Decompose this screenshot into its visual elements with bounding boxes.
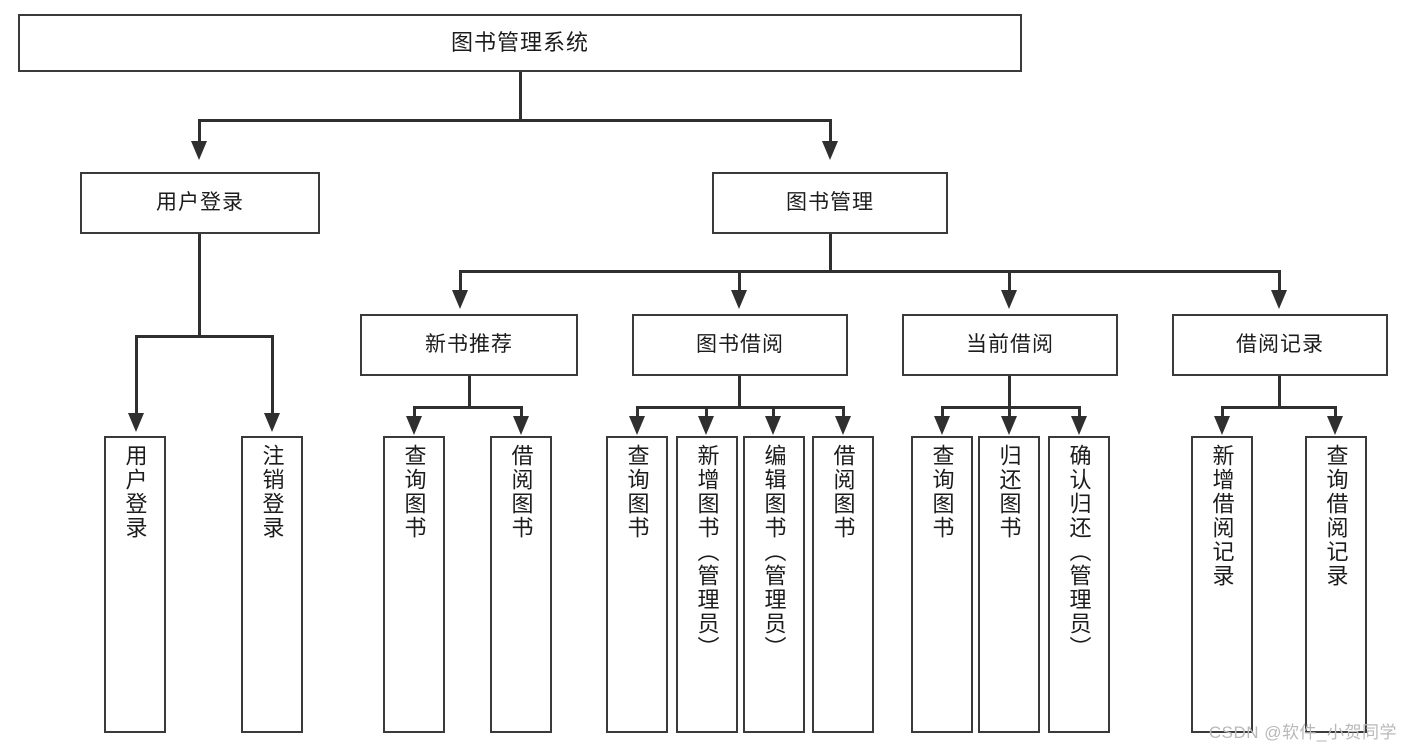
arrowhead-user-login: [191, 141, 207, 160]
leaf-borrow-book-1-label: 借阅图书: [508, 444, 534, 540]
leaf-edit-book[interactable]: 编辑图书（管理员）: [743, 436, 805, 733]
leaf-query-book-2-label: 查询图书: [624, 444, 650, 540]
connector-book-borrow-child-3: [772, 406, 775, 418]
node-root-label: 图书管理系统: [450, 30, 589, 56]
connector-book-borrow-trunk: [738, 376, 741, 408]
arrowhead-leaf-query-book-1: [406, 416, 422, 435]
arrowhead-borrow-record: [1271, 290, 1287, 309]
leaf-add-book[interactable]: 新增图书（管理员）: [676, 436, 738, 733]
node-book-manage[interactable]: 图书管理: [712, 172, 948, 234]
connector-current-borrow-child-3: [1078, 406, 1081, 418]
node-book-manage-label: 图书管理: [786, 190, 874, 214]
node-new-book-recommend[interactable]: 新书推荐: [360, 314, 578, 376]
arrowhead-leaf-query-book-2: [629, 416, 645, 435]
connector-borrow-record-trunk: [1278, 376, 1281, 408]
connector-book-borrow-child-1: [636, 406, 639, 418]
connector-borrow-record-bar: [1221, 406, 1337, 409]
connector-book-manage-child-2: [738, 270, 741, 292]
node-book-borrow-label: 图书借阅: [696, 332, 784, 356]
leaf-add-record[interactable]: 新增借阅记录: [1191, 436, 1253, 733]
leaf-return-book[interactable]: 归还图书: [978, 436, 1040, 733]
leaf-edit-book-label: 编辑图书（管理员）: [761, 444, 787, 660]
leaf-query-book-1-label: 查询图书: [401, 444, 427, 540]
arrowhead-leaf-user-login: [128, 413, 144, 432]
connector-borrow-record-child-2: [1334, 406, 1337, 418]
arrowhead-leaf-add-record: [1214, 416, 1230, 435]
connector-borrow-record-child-1: [1221, 406, 1224, 418]
connector-current-borrow-trunk: [1008, 376, 1011, 408]
leaf-borrow-book-2[interactable]: 借阅图书: [812, 436, 874, 733]
connector-book-manage-child-3: [1008, 270, 1011, 292]
connector-book-manage-child-1: [459, 270, 462, 292]
arrowhead-leaf-borrow-book-1: [513, 416, 529, 435]
node-borrow-record[interactable]: 借阅记录: [1172, 314, 1388, 376]
arrowhead-leaf-confirm-return: [1071, 416, 1087, 435]
arrowhead-leaf-query-book-3: [934, 416, 950, 435]
connector-book-manage-trunk: [829, 234, 832, 272]
node-user-login-label: 用户登录: [156, 190, 244, 214]
arrowhead-book-borrow: [731, 290, 747, 309]
leaf-add-book-label: 新增图书（管理员）: [694, 444, 720, 660]
connector-root-trunk: [519, 72, 522, 120]
leaf-query-record-label: 查询借阅记录: [1323, 444, 1349, 588]
connector-current-borrow-bar: [941, 406, 1081, 409]
connector-book-manage-bar: [459, 270, 1281, 273]
connector-book-manage-child-4: [1278, 270, 1281, 292]
connector-new-book-child-1: [413, 406, 416, 418]
leaf-query-book-1[interactable]: 查询图书: [383, 436, 445, 733]
node-current-borrow[interactable]: 当前借阅: [902, 314, 1118, 376]
leaf-query-record[interactable]: 查询借阅记录: [1305, 436, 1367, 733]
csdn-watermark: CSDN @软件_小贺同学: [1208, 723, 1397, 742]
node-new-book-recommend-label: 新书推荐: [425, 332, 513, 356]
arrowhead-book-manage: [822, 141, 838, 160]
arrowhead-leaf-edit-book: [765, 416, 781, 435]
connector-new-book-child-2: [520, 406, 523, 418]
node-root[interactable]: 图书管理系统: [18, 14, 1022, 72]
arrowhead-leaf-borrow-book-2: [835, 416, 851, 435]
connector-user-login-trunk: [198, 234, 201, 337]
connector-root-to-book-manage: [829, 119, 832, 143]
arrowhead-leaf-return-book: [1001, 416, 1017, 435]
arrowhead-leaf-logout-login: [264, 413, 280, 432]
connector-book-borrow-child-4: [842, 406, 845, 418]
leaf-user-login[interactable]: 用户登录: [104, 436, 166, 733]
leaf-add-record-label: 新增借阅记录: [1209, 444, 1235, 588]
arrowhead-current-borrow: [1001, 290, 1017, 309]
leaf-confirm-return-label: 确认归还（管理员）: [1066, 444, 1092, 660]
connector-current-borrow-child-2: [1008, 406, 1011, 418]
leaf-query-book-3-label: 查询图书: [929, 444, 955, 540]
arrowhead-new-book-recommend: [452, 290, 468, 309]
node-current-borrow-label: 当前借阅: [966, 332, 1054, 356]
leaf-confirm-return[interactable]: 确认归还（管理员）: [1048, 436, 1110, 733]
leaf-user-login-label: 用户登录: [122, 444, 148, 540]
connector-root-to-user-login: [198, 119, 201, 143]
arrowhead-leaf-add-book: [698, 416, 714, 435]
leaf-query-book-2[interactable]: 查询图书: [606, 436, 668, 733]
node-book-borrow[interactable]: 图书借阅: [632, 314, 848, 376]
node-borrow-record-label: 借阅记录: [1236, 332, 1324, 356]
connector-book-borrow-bar: [636, 406, 845, 409]
connector-user-login-child-1: [135, 335, 138, 415]
leaf-logout-login[interactable]: 注销登录: [241, 436, 303, 733]
node-user-login[interactable]: 用户登录: [80, 172, 320, 234]
arrowhead-leaf-query-record: [1327, 416, 1343, 435]
connector-current-borrow-child-1: [941, 406, 944, 418]
connector-user-login-child-2: [271, 335, 274, 415]
connector-root-bar: [198, 119, 832, 122]
connector-new-book-bar: [413, 406, 523, 409]
leaf-borrow-book-2-label: 借阅图书: [830, 444, 856, 540]
connector-book-borrow-child-2: [705, 406, 708, 418]
leaf-borrow-book-1[interactable]: 借阅图书: [490, 436, 552, 733]
connector-new-book-trunk: [468, 376, 471, 408]
leaf-query-book-3[interactable]: 查询图书: [911, 436, 973, 733]
connector-user-login-bar: [135, 335, 274, 338]
leaf-return-book-label: 归还图书: [996, 444, 1022, 540]
leaf-logout-login-label: 注销登录: [259, 444, 285, 540]
